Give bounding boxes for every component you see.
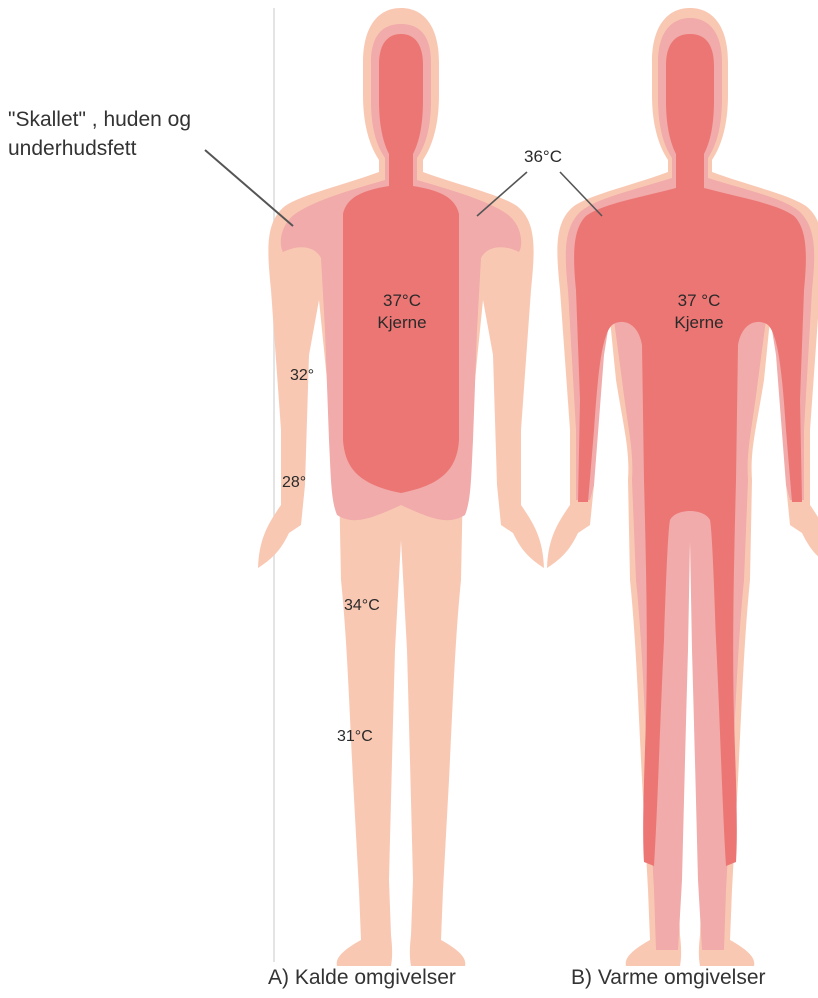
shell-annotation-line2: underhudsfett	[8, 134, 191, 163]
left-core	[343, 34, 459, 493]
forearm-temp-label: 28°	[282, 474, 306, 492]
right-caption: B) Varme omgivelser	[571, 966, 766, 990]
left-core-temp: 37°C	[371, 290, 433, 312]
left-caption: A) Kalde omgivelser	[268, 966, 456, 990]
right-core-temp: 37 °C	[666, 290, 732, 312]
right-core	[574, 34, 806, 866]
shell-temp-label: 36°C	[524, 147, 562, 167]
left-core-text: Kjerne	[371, 312, 433, 334]
thigh-temp-label: 34°C	[344, 597, 380, 615]
upper-arm-temp-label: 32°	[290, 367, 314, 385]
right-core-label: 37 °C Kjerne	[666, 290, 732, 334]
shin-temp-label: 31°C	[337, 728, 373, 746]
right-core-text: Kjerne	[666, 312, 732, 334]
right-figure-warm	[547, 8, 818, 966]
left-core-label: 37°C Kjerne	[371, 290, 433, 334]
shell-annotation: "Skallet" , huden og underhudsfett	[8, 105, 191, 164]
shell-annotation-line1: "Skallet" , huden og	[8, 105, 191, 134]
shell-leader-line	[205, 150, 293, 226]
